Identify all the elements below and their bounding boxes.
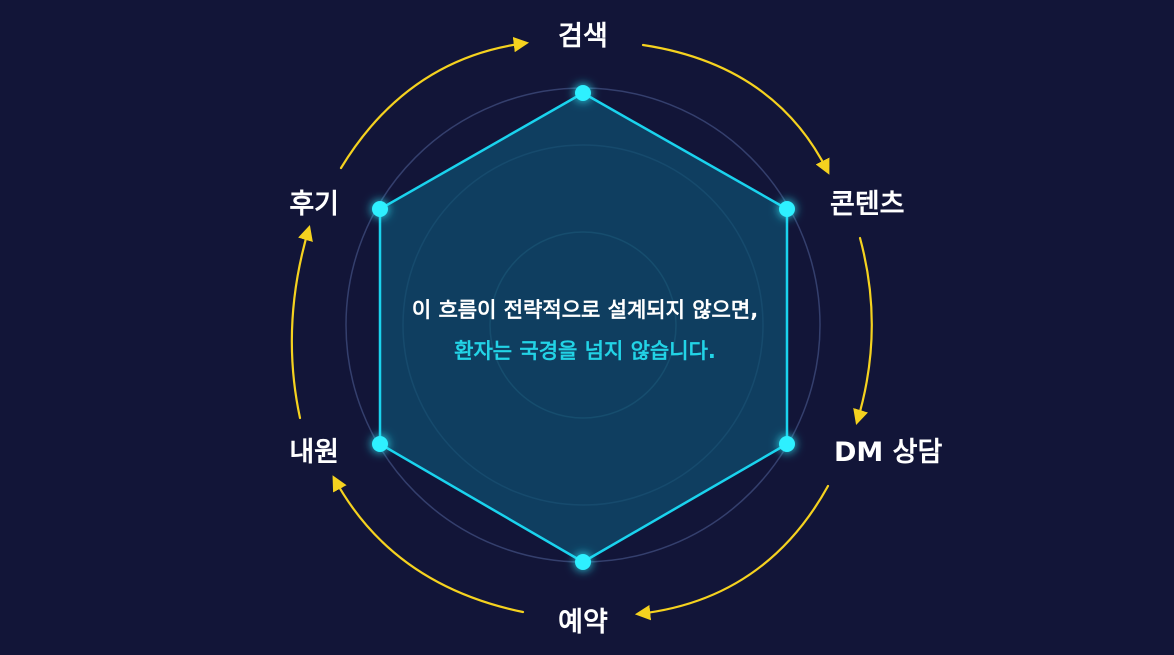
center-text-line-2: 환자는 국경을 넘지 않습니다. (454, 339, 716, 363)
vertex-dot-visit (372, 436, 388, 452)
vertex-dot-search (575, 85, 591, 101)
vertex-dot-content (779, 201, 795, 217)
node-label-visit: 내원 (289, 437, 339, 468)
arrow-review-to-search (339, 36, 530, 170)
arrow-dm-to-booking (634, 484, 830, 621)
node-label-search: 검색 (558, 21, 608, 52)
arrow-visit-to-review (290, 225, 313, 420)
vertex-dot-dm (779, 436, 795, 452)
node-label-review: 후기 (289, 189, 339, 220)
vertex-dot-booking (575, 554, 591, 570)
node-label-booking: 예약 (558, 607, 608, 638)
node-label-dm: DM 상담 (834, 437, 943, 468)
cycle-arrows (290, 36, 873, 621)
arrow-content-to-dm (853, 236, 873, 425)
hexagon-shape (378, 91, 789, 564)
arrow-search-to-content (641, 43, 830, 175)
arrow-booking-to-visit (332, 475, 525, 614)
center-text-line-1: 이 흐름이 전략적으로 설계되지 않으면, (412, 298, 758, 322)
vertex-dot-review (372, 201, 388, 217)
node-label-content: 콘텐츠 (830, 189, 905, 220)
vertex-dots (372, 85, 795, 570)
